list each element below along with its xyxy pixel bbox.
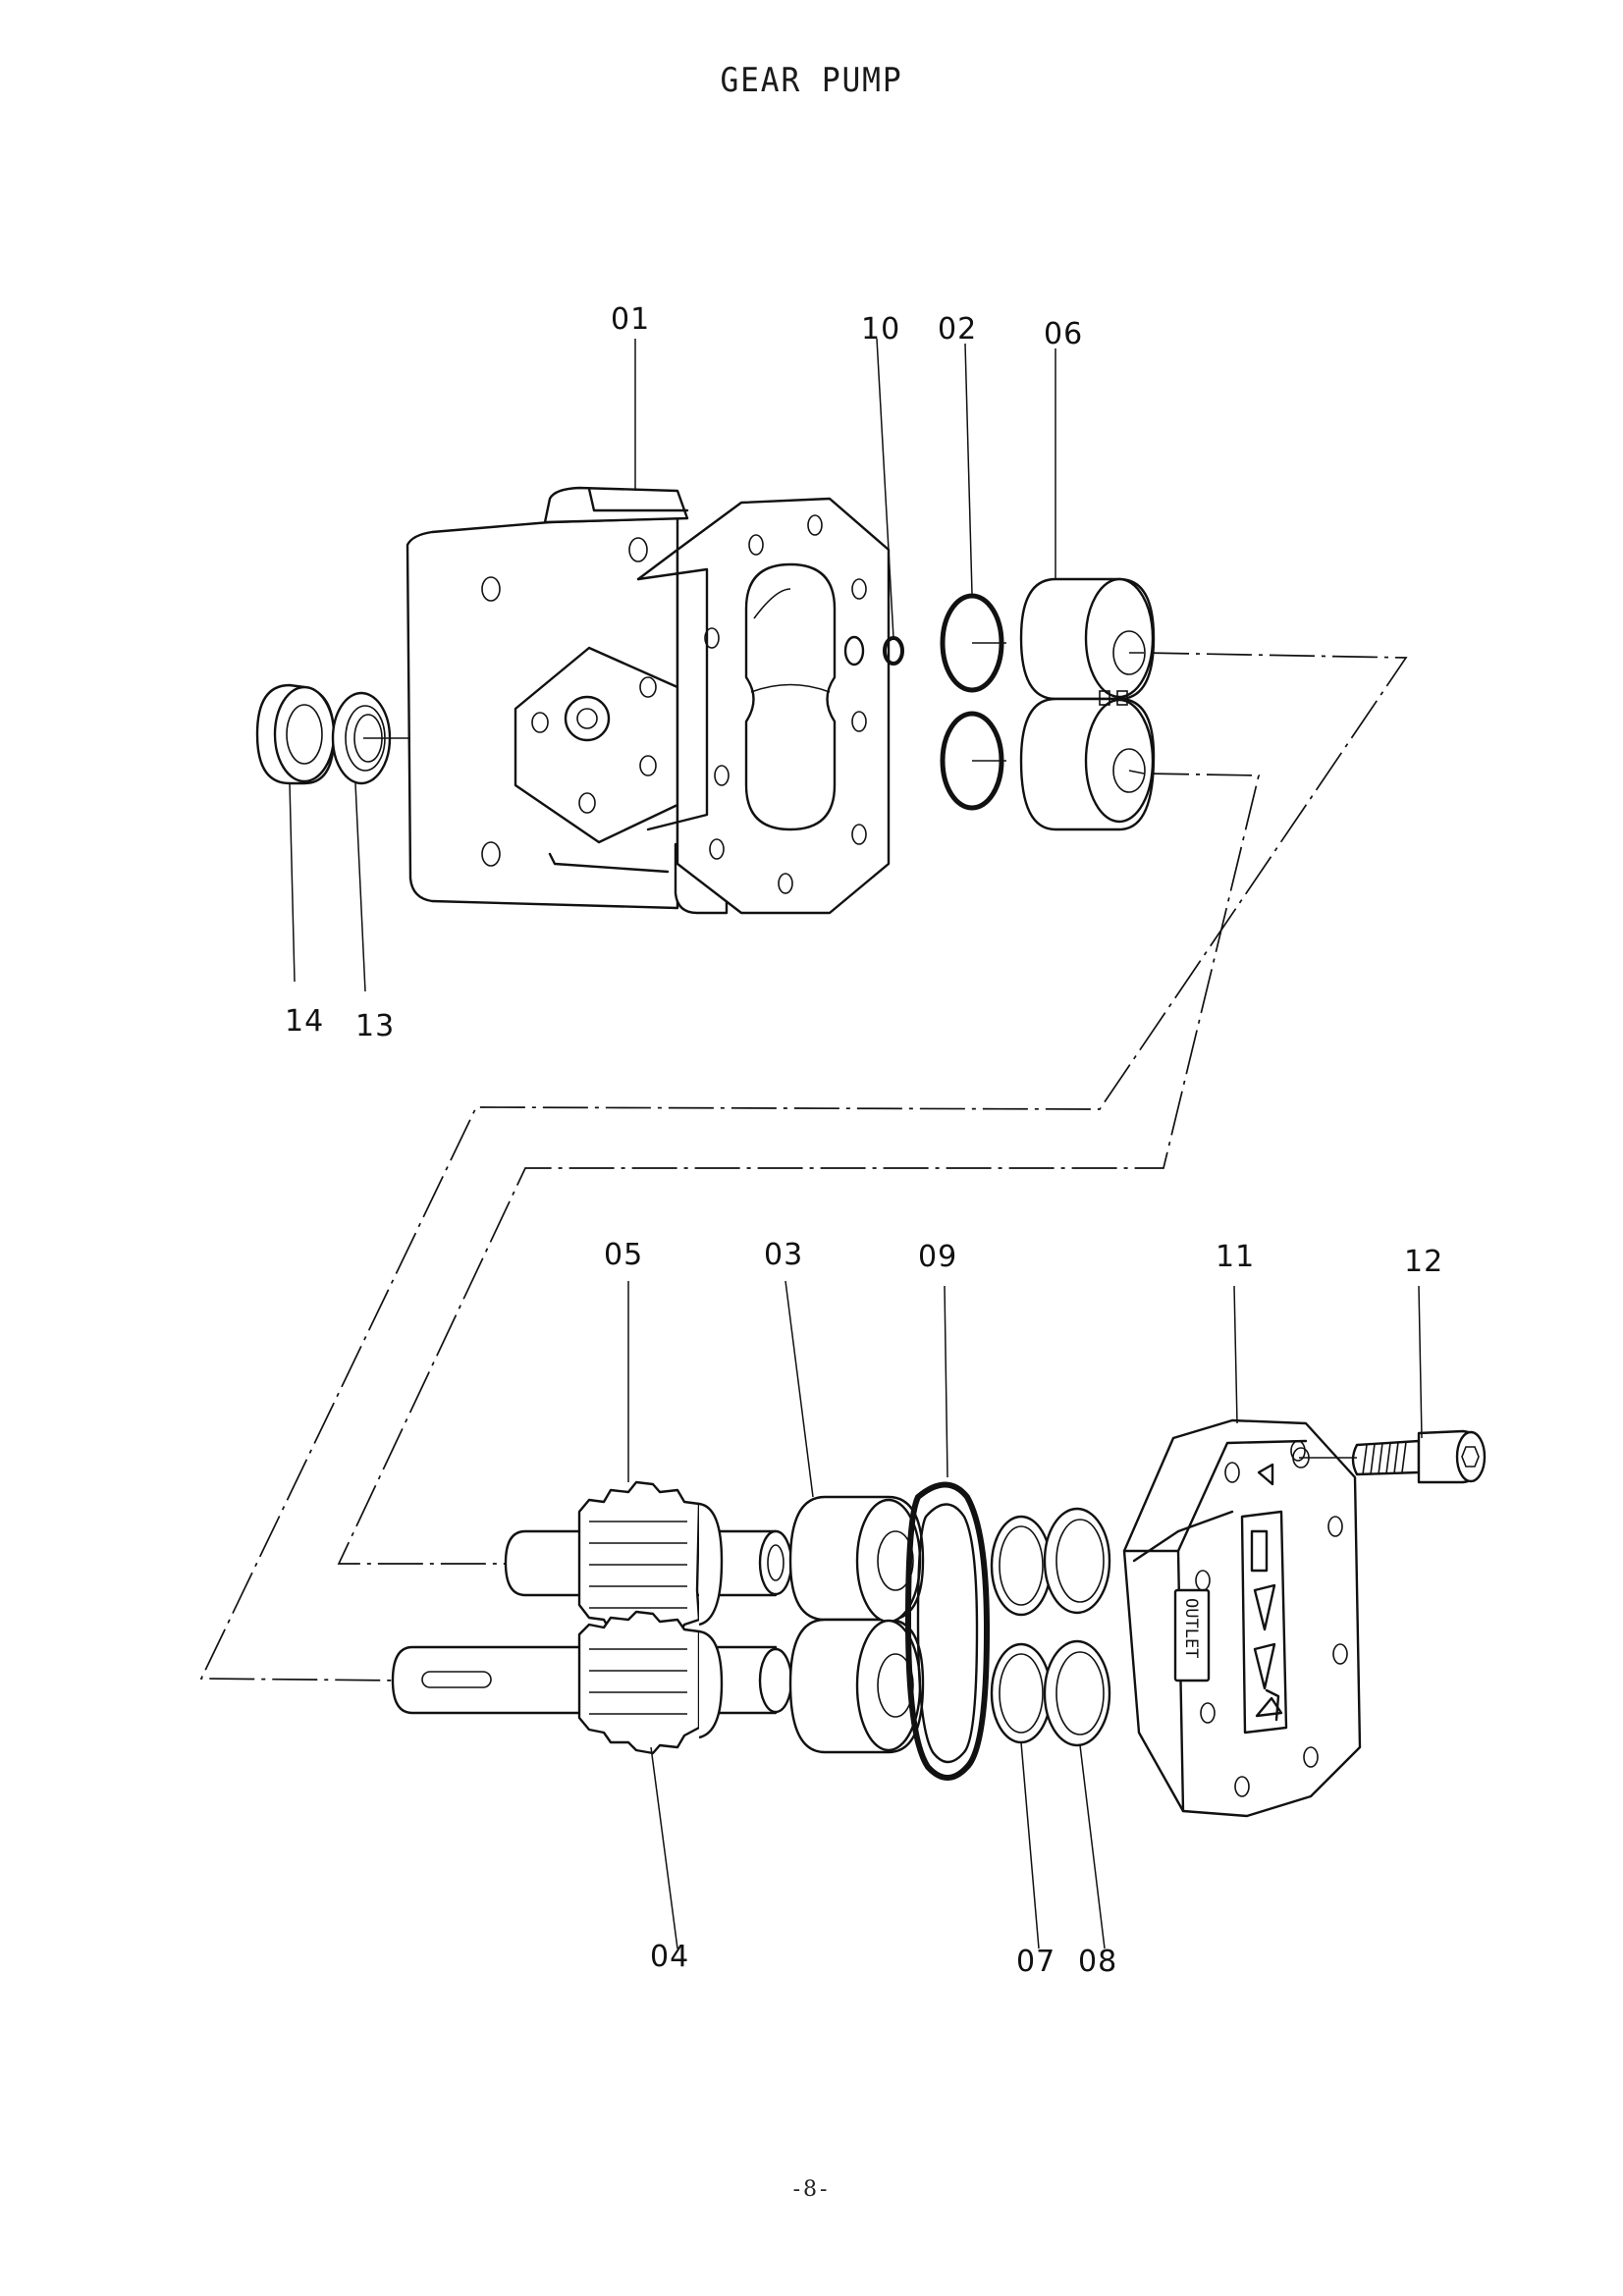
callout-11: 11 [1216,1240,1255,1274]
part-09-large-o-ring [904,1481,991,1781]
part-08-seal-rings [1043,1507,1111,1747]
part-07-backup-rings [990,1515,1053,1744]
callout-14: 14 [285,1004,324,1039]
callout-07: 07 [1016,1945,1055,1979]
part-03-bushings [788,1495,925,1754]
part-05-driven-gear-shaft [504,1480,793,1644]
callout-01: 01 [611,302,650,337]
callout-05: 05 [604,1238,643,1272]
part-01-pump-housing [406,486,891,915]
outlet-label: OUTLET [1181,1598,1201,1658]
part-04-drive-gear-shaft [391,1610,793,1755]
callout-06: 06 [1044,317,1083,351]
leader-lines [289,338,1423,1949]
callout-02: 02 [938,312,977,347]
callout-labels: 01 10 02 06 14 13 05 03 09 11 12 04 07 0… [285,302,1443,1979]
callout-12: 12 [1404,1245,1443,1279]
part-14-oil-seal [255,683,336,785]
callout-10: 10 [861,312,900,347]
callout-09: 09 [918,1240,957,1274]
part-06-bushings [1019,577,1156,831]
part-11-outlet-cover: OUTLET [1122,1418,1362,1818]
callout-13: 13 [355,1009,395,1043]
page-number: -8- [792,2177,831,2202]
page-title: GEAR PUMP [720,61,903,100]
callout-08: 08 [1078,1945,1117,1979]
part-02-o-rings [940,593,1004,811]
callout-04: 04 [650,1940,689,1974]
assembly-path-lines [199,652,1408,1682]
callout-03: 03 [764,1238,803,1272]
